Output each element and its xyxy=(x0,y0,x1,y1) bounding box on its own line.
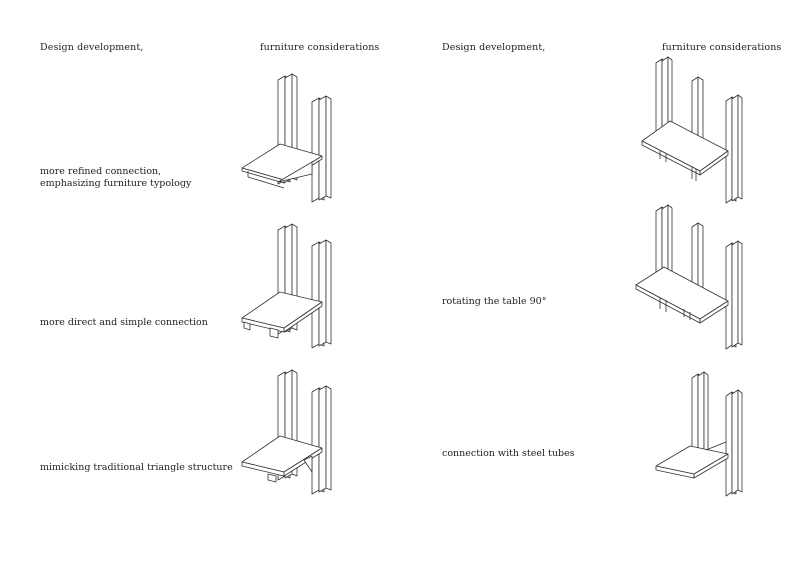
left-caption-3-line-1: mimicking traditional triangle structure xyxy=(40,462,233,473)
right-caption-2: rotating the table 90° xyxy=(442,296,546,308)
post-3b xyxy=(731,240,739,348)
post-front-b xyxy=(318,385,327,493)
bracket xyxy=(303,455,313,473)
post-3b xyxy=(731,94,739,202)
left-caption-2: more direct and simple connection xyxy=(40,317,208,329)
left-subheading: furniture considerations xyxy=(260,42,380,53)
left-caption-3: mimicking traditional triangle structure xyxy=(40,462,233,474)
drawing-triangle-structure xyxy=(241,369,332,495)
steel-tube xyxy=(705,441,727,451)
right-subheading: furniture considerations xyxy=(662,42,782,53)
post-front-a xyxy=(311,241,320,349)
post-front-b xyxy=(318,95,327,201)
drawing-rotated-table xyxy=(635,204,743,350)
post-2b xyxy=(731,389,739,495)
bracket xyxy=(277,161,313,183)
right-heading: Design development, xyxy=(442,42,546,53)
post-2a xyxy=(725,391,733,497)
left-caption-2-line-1: more direct and simple connection xyxy=(40,317,208,328)
post-front-a xyxy=(311,97,320,203)
left-caption-1-line-1: more refined connection, xyxy=(40,166,162,177)
drawing-direct-connection xyxy=(241,223,332,349)
left-heading: Design development, xyxy=(40,42,144,53)
post-3a xyxy=(725,242,733,350)
right-caption-3: connection with steel tubes xyxy=(442,448,575,460)
right-caption-3-line-1: connection with steel tubes xyxy=(442,448,575,459)
left-caption-1: more refined connection, emphasizing fur… xyxy=(40,166,191,190)
drawing-steel-tubes xyxy=(655,371,743,497)
post-front-a xyxy=(311,387,320,495)
left-caption-1-line-2: emphasizing furniture typology xyxy=(40,178,192,189)
post-front-b xyxy=(318,239,327,347)
drawing-three-posts xyxy=(641,56,743,204)
drawing-refined-connection xyxy=(241,73,332,203)
right-caption-2-line-1: rotating the table 90° xyxy=(442,296,547,307)
